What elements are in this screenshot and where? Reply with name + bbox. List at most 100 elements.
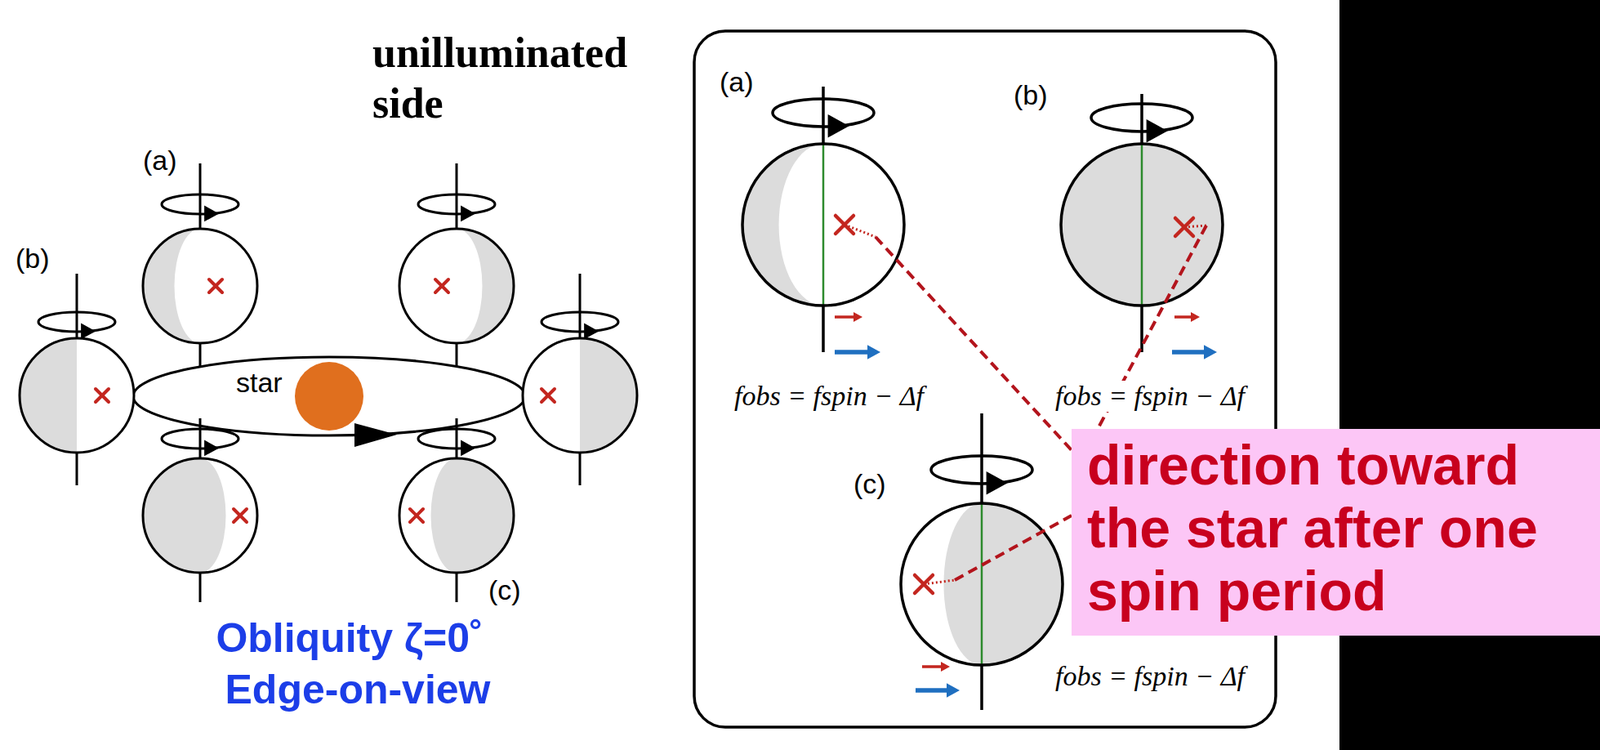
surface-marker: [435, 279, 449, 293]
star-label: star: [236, 366, 283, 398]
surface-marker: [233, 508, 247, 522]
velocity-arrow-shaft: [834, 315, 856, 319]
spin-direction: [541, 311, 619, 332]
panel-letter: (a): [142, 143, 178, 177]
spin-direction: [161, 194, 239, 214]
planet: [522, 273, 638, 486]
night-side: [742, 143, 824, 306]
meridian-line: [822, 143, 825, 306]
planet: [399, 163, 514, 366]
velocity-arrowhead: [867, 344, 881, 360]
planet-outline: [742, 143, 905, 306]
velocity-arrow-shaft: [922, 664, 943, 669]
callout-text: direction toward the star after one spin…: [1087, 433, 1569, 623]
surface-marker: [541, 388, 555, 402]
side-label: unilluminated side: [372, 27, 651, 130]
surface-marker: [95, 388, 109, 402]
spin-direction: [418, 194, 495, 214]
planet: [900, 413, 1063, 710]
surface-marker: [410, 508, 424, 522]
velocity-arrow: [834, 311, 863, 322]
planet-disc: [522, 338, 638, 453]
surface-marker: [95, 388, 109, 402]
star-node: star: [294, 361, 364, 431]
velocity-arrow: [1172, 344, 1217, 360]
velocity-arrow-shaft: [1172, 349, 1207, 355]
night-side: [142, 228, 201, 344]
planet-disc: [19, 338, 134, 453]
planet-outline: [1060, 143, 1223, 306]
spin-arrowhead: [204, 440, 219, 457]
spin-arrowhead: [204, 205, 219, 223]
planet-disc: [1060, 143, 1223, 306]
planet-disc: [142, 458, 258, 573]
velocity-arrowhead: [940, 661, 950, 672]
planet-disc: [399, 228, 514, 344]
planet: [142, 163, 258, 366]
surface-marker: [233, 508, 247, 522]
meridian-line: [1140, 143, 1144, 306]
star-shape: [294, 361, 364, 431]
panel-letter: (a): [719, 65, 754, 99]
obliquity-label: Obliquity ζ=0˚: [215, 614, 483, 662]
velocity-arrow-shaft: [834, 349, 870, 355]
panel-letter: (b): [1013, 78, 1048, 112]
spin-arrowhead: [460, 205, 476, 223]
spin-arrowhead: [460, 440, 476, 457]
leader-line: [954, 515, 1072, 580]
panel-letter: (c): [488, 573, 522, 607]
surface-marker: [835, 215, 854, 234]
view-label: Edge-on-view: [224, 665, 491, 714]
planet-outline: [900, 503, 1063, 665]
night-side: [579, 338, 638, 453]
planet: [1060, 93, 1223, 353]
frequency-formula: fobs = fspin − Δf: [1051, 380, 1248, 412]
spin-arrowhead: [80, 323, 96, 340]
planet: [142, 418, 258, 602]
surface-marker: [209, 279, 223, 293]
orbit-direction-arrow: [354, 423, 397, 447]
velocity-arrowhead: [1203, 344, 1217, 360]
planet-disc: [742, 143, 905, 306]
surface-marker: [914, 574, 933, 593]
planet: [19, 273, 134, 486]
night-side: [431, 458, 515, 573]
velocity-arrowhead: [853, 311, 863, 322]
planet: [742, 86, 905, 353]
velocity-arrow: [915, 682, 960, 698]
white-ground: [0, 0, 1340, 750]
planet-outline: [399, 228, 514, 344]
velocity-arrow: [834, 344, 881, 360]
surface-marker: [435, 279, 449, 293]
spin-arrowhead: [828, 114, 850, 139]
night-side: [1060, 143, 1223, 306]
spin-direction: [931, 455, 1033, 484]
velocity-arrow-shaft: [1174, 315, 1193, 319]
night-side: [142, 458, 227, 573]
velocity-arrowhead: [1190, 311, 1200, 322]
spin-arrowhead: [1146, 119, 1168, 143]
spin-direction: [38, 311, 116, 332]
night-side: [456, 228, 514, 344]
meridian-line: [980, 503, 984, 665]
callout-box: direction toward the star after one spin…: [1071, 428, 1600, 636]
surface-marker: [410, 508, 424, 522]
night-side: [19, 338, 77, 453]
planet-disc: [900, 503, 1063, 665]
panel-letter: (c): [853, 467, 887, 500]
planet-disc: [142, 228, 258, 344]
spin-arrowhead: [986, 471, 1008, 495]
velocity-arrow-shaft: [915, 687, 950, 693]
spin-direction: [772, 98, 874, 127]
velocity-arrow: [1174, 311, 1200, 322]
frequency-formula: fobs = fspin − Δf: [1051, 660, 1248, 692]
spin-direction: [418, 428, 495, 449]
panel-letter: (b): [15, 241, 50, 275]
surface-marker: [914, 574, 933, 593]
surface-marker: [1175, 218, 1194, 237]
planet-outline: [19, 338, 134, 453]
night-side: [943, 503, 1063, 665]
planet-outline: [522, 338, 638, 453]
leader-line: [875, 236, 1072, 451]
